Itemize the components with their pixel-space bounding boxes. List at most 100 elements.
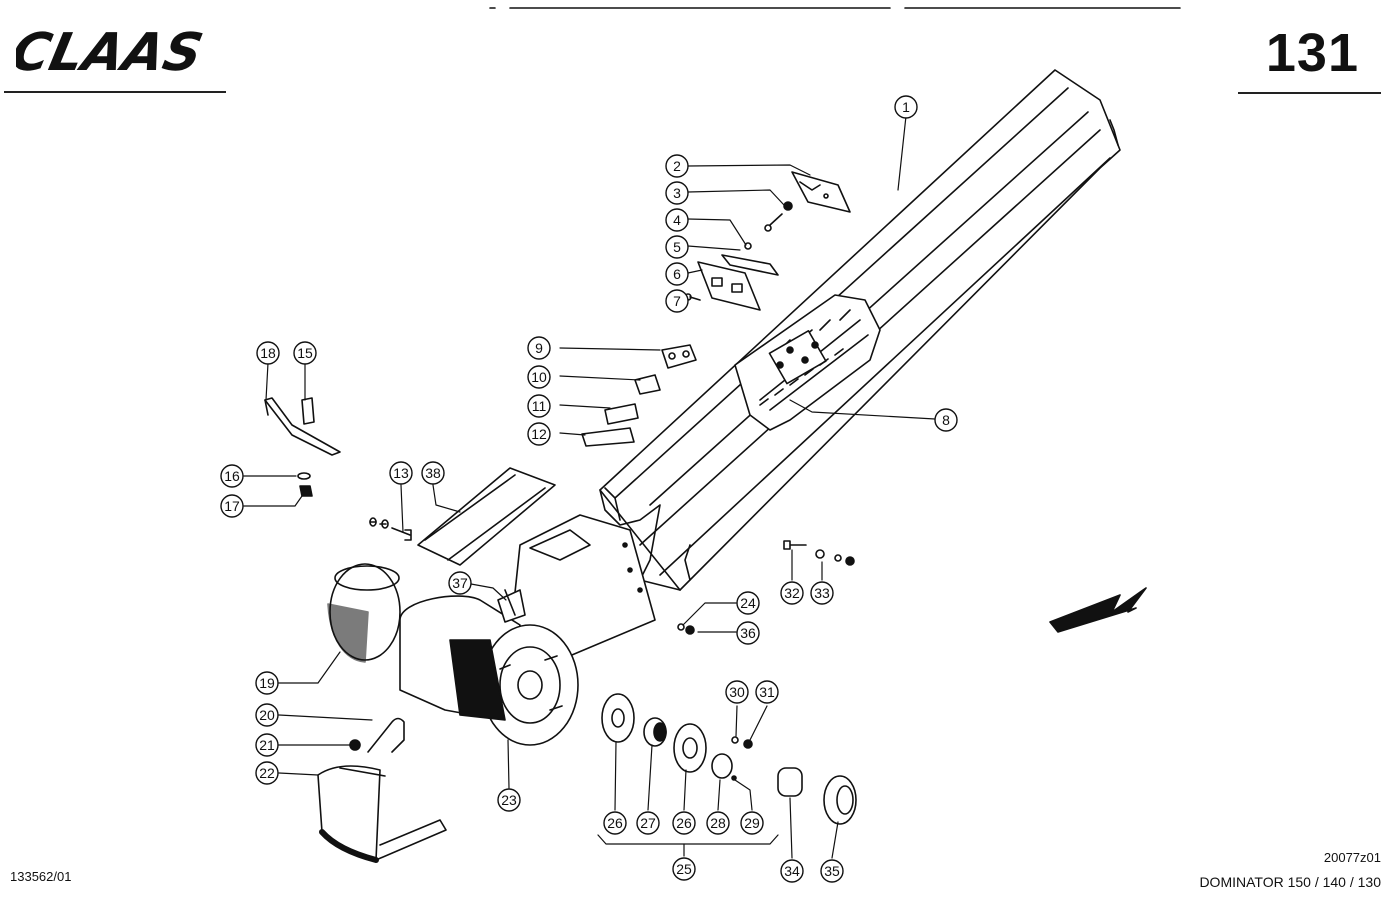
- callout-13: 13: [389, 461, 413, 485]
- callout-18: 18: [256, 341, 280, 365]
- callout-23: 23: [497, 788, 521, 812]
- callout-31: 31: [755, 680, 779, 704]
- callout-15: 15: [293, 341, 317, 365]
- svg-text:35: 35: [824, 863, 840, 879]
- svg-text:1: 1: [902, 99, 910, 115]
- callout-6: 6: [665, 262, 689, 286]
- callout-38: 38: [421, 461, 445, 485]
- header-rule-left: [4, 91, 226, 93]
- callout-19: 19: [255, 671, 279, 695]
- svg-text:17: 17: [224, 498, 240, 514]
- svg-text:6: 6: [673, 266, 681, 282]
- svg-text:38: 38: [425, 465, 441, 481]
- callout-35: 35: [820, 859, 844, 883]
- callout-16: 16: [220, 464, 244, 488]
- svg-text:31: 31: [759, 684, 775, 700]
- svg-text:26: 26: [676, 815, 692, 831]
- model-designation: DOMINATOR 150 / 140 / 130: [1199, 874, 1381, 890]
- svg-text:5: 5: [673, 239, 681, 255]
- callout-10: 10: [527, 365, 551, 389]
- svg-text:3: 3: [673, 185, 681, 201]
- callout-24: 24: [736, 591, 760, 615]
- svg-text:20: 20: [259, 707, 275, 723]
- page-number: 131: [1265, 23, 1359, 83]
- callout-27: 27: [636, 811, 660, 835]
- plate-group: [684, 171, 851, 311]
- svg-text:18: 18: [260, 345, 276, 361]
- svg-text:29: 29: [744, 815, 760, 831]
- header-rule-right: [1238, 92, 1381, 94]
- callout-4: 4: [665, 208, 689, 232]
- callout-2: 2: [665, 154, 689, 178]
- svg-text:25: 25: [676, 861, 692, 877]
- svg-text:30: 30: [729, 684, 745, 700]
- callout-36: 36: [736, 621, 760, 645]
- callout-28: 28: [706, 811, 730, 835]
- svg-text:24: 24: [740, 595, 756, 611]
- svg-text:27: 27: [640, 815, 656, 831]
- drawing-number: 20077z01: [1323, 850, 1381, 865]
- callout-12: 12: [527, 422, 551, 446]
- svg-text:CLAAS: CLAAS: [16, 26, 208, 76]
- callout-29: 29: [740, 811, 764, 835]
- svg-text:21: 21: [259, 737, 275, 753]
- svg-text:36: 36: [740, 625, 756, 641]
- callout-17: 17: [220, 494, 244, 518]
- svg-text:13: 13: [393, 465, 409, 481]
- svg-text:34: 34: [784, 863, 800, 879]
- svg-text:37: 37: [452, 575, 468, 591]
- svg-text:28: 28: [710, 815, 726, 831]
- svg-text:22: 22: [259, 765, 275, 781]
- svg-text:19: 19: [259, 675, 275, 691]
- svg-text:12: 12: [531, 426, 547, 442]
- callout-11: 11: [527, 394, 551, 418]
- direction-arrow: [1049, 587, 1147, 633]
- callout-markers: 1 2 3 4 5 6 7 8 9 10 11 12 13 15 16 17 1…: [220, 95, 958, 883]
- svg-text:26: 26: [607, 815, 623, 831]
- cover-plate-38: [369, 467, 556, 566]
- callout-33: 33: [810, 581, 834, 605]
- svg-text:11: 11: [532, 398, 547, 414]
- small-hardware: [677, 540, 855, 635]
- svg-text:10: 10: [531, 369, 547, 385]
- callout-34: 34: [780, 859, 804, 883]
- callout-3: 3: [665, 181, 689, 205]
- drive-drum-23: [399, 595, 579, 746]
- svg-text:15: 15: [297, 345, 313, 361]
- svg-text:2: 2: [673, 158, 681, 174]
- callout-26a: 26: [603, 811, 627, 835]
- bracket-18: [264, 397, 341, 497]
- callout-20: 20: [255, 703, 279, 727]
- svg-text:4: 4: [673, 212, 681, 228]
- u-bolt-strap: [317, 717, 447, 863]
- callout-37: 37: [448, 571, 472, 595]
- svg-text:7: 7: [673, 293, 681, 309]
- bracket-37: [497, 589, 526, 623]
- callout-8: 8: [934, 408, 958, 432]
- svg-text:8: 8: [942, 412, 950, 428]
- svg-text:16: 16: [224, 468, 240, 484]
- callout-25: 25: [672, 857, 696, 881]
- claas-logo: CLAAS: [16, 26, 208, 76]
- callout-22: 22: [255, 761, 279, 785]
- callout-7: 7: [665, 289, 689, 313]
- band-19: [327, 563, 401, 663]
- document-id: 133562/01: [10, 869, 72, 884]
- svg-text:33: 33: [814, 585, 830, 601]
- bearing-parts: [601, 693, 857, 825]
- svg-text:23: 23: [501, 792, 517, 808]
- chain-cutaway: [734, 294, 881, 431]
- callout-9: 9: [527, 336, 551, 360]
- gearbox-housing: [509, 514, 656, 661]
- svg-text:9: 9: [535, 340, 543, 356]
- callout-1: 1: [894, 95, 918, 119]
- leader-lines: [243, 115, 936, 859]
- chain-links: [581, 344, 697, 447]
- callout-5: 5: [665, 235, 689, 259]
- callout-26b: 26: [672, 811, 696, 835]
- callout-32: 32: [780, 581, 804, 605]
- callout-30: 30: [725, 680, 749, 704]
- svg-text:32: 32: [784, 585, 800, 601]
